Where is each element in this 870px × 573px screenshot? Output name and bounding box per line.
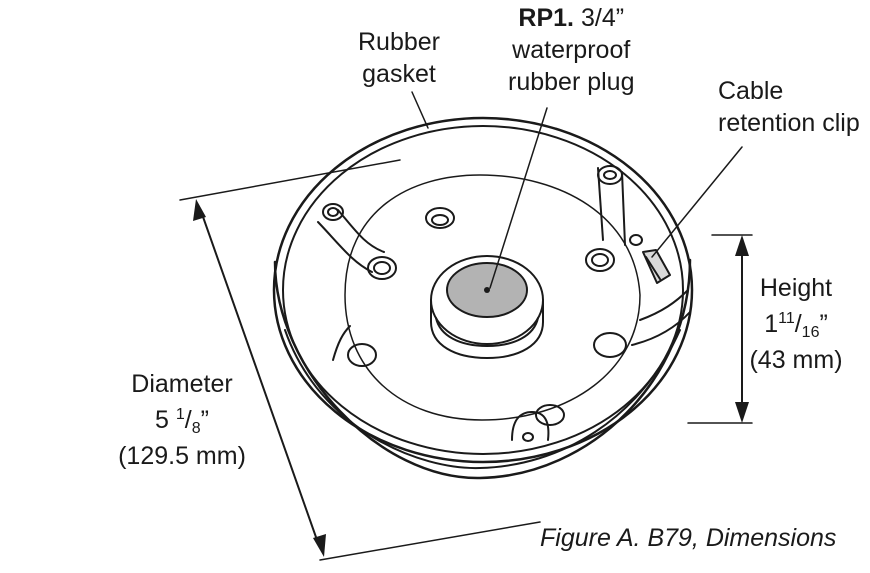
boss-bottom-left bbox=[511, 411, 550, 441]
hole-top-center bbox=[425, 207, 455, 229]
diameter-title: Diameter bbox=[131, 370, 233, 398]
gasket-label-line2: gasket bbox=[362, 60, 436, 88]
diameter-denominator: 8 bbox=[191, 420, 201, 437]
rib-right-lower-2 bbox=[631, 311, 691, 346]
hole-bottom bbox=[535, 404, 565, 426]
hole-right-mid bbox=[585, 248, 615, 272]
diameter-imperial: 5 1/8” bbox=[116, 404, 248, 440]
hole-top-center-inner bbox=[431, 214, 449, 226]
center-boss-step bbox=[435, 317, 539, 347]
housing-lower-rim bbox=[284, 329, 681, 470]
height-whole: 1 bbox=[764, 310, 779, 338]
leader-plug bbox=[489, 107, 548, 289]
diameter-metric: (129.5 mm) bbox=[118, 442, 246, 470]
rib-left-upper bbox=[317, 221, 373, 273]
diameter-extension-bottom bbox=[319, 521, 541, 561]
height-imperial: 111/16” bbox=[748, 308, 844, 344]
diameter-label: Diameter 5 1/8” (129.5 mm) bbox=[116, 368, 248, 472]
cable-retention-clip bbox=[642, 249, 671, 284]
plug-label-line1: RP1. 3/4” bbox=[508, 2, 634, 34]
height-denominator: 16 bbox=[801, 324, 820, 341]
hole-left-low bbox=[347, 343, 377, 367]
hole-left-mid-inner bbox=[373, 261, 391, 275]
diameter-quote: ” bbox=[200, 406, 209, 434]
rubber-plug-center bbox=[484, 287, 490, 293]
cable-clip-slot bbox=[645, 256, 661, 280]
hole-left-mid bbox=[367, 256, 397, 280]
leader-gasket bbox=[411, 91, 429, 129]
plug-label: RP1. 3/4” waterproof rubber plug bbox=[508, 2, 634, 98]
diameter-whole: 5 bbox=[155, 406, 176, 434]
hole-top-right bbox=[597, 165, 623, 185]
gasket-label: Rubber gasket bbox=[358, 26, 440, 90]
hole-left-top bbox=[322, 203, 344, 221]
rubber-gasket-inner bbox=[282, 125, 684, 455]
plug-label-line2: waterproof bbox=[512, 36, 631, 64]
diameter-arrow-bottom bbox=[313, 534, 326, 557]
plug-code: RP1. bbox=[518, 4, 575, 32]
rubber-gasket-outer bbox=[272, 116, 694, 464]
height-slash: / bbox=[794, 310, 802, 338]
gasket-label-line1: Rubber bbox=[358, 28, 440, 56]
diameter-numerator: 1 bbox=[175, 406, 185, 423]
plug-size: 3/4” bbox=[580, 4, 625, 32]
height-arrow-bottom bbox=[735, 402, 749, 423]
clip-label-line1: Cable bbox=[718, 77, 784, 105]
height-numerator: 11 bbox=[778, 310, 795, 327]
hole-right-low bbox=[593, 332, 627, 358]
cable-clip-screw bbox=[629, 234, 643, 246]
rib-right-upper-2 bbox=[621, 171, 626, 246]
leader-clip bbox=[651, 146, 743, 258]
diameter-arrow-top bbox=[193, 199, 206, 221]
height-quote: ” bbox=[819, 310, 828, 338]
clip-label: Cable retention clip bbox=[718, 75, 860, 139]
diameter-extension-top bbox=[179, 159, 401, 201]
plug-label-line3: rubber plug bbox=[508, 68, 635, 96]
clip-label-line2: retention clip bbox=[718, 109, 860, 137]
diameter-dimension-line bbox=[201, 213, 318, 541]
figure-caption: Figure A. B79, Dimensions bbox=[540, 524, 837, 552]
hole-left-top-inner bbox=[327, 207, 339, 217]
hole-top-right-inner bbox=[603, 170, 617, 180]
height-arrow-top bbox=[735, 235, 749, 256]
diameter-slash: / bbox=[184, 406, 192, 434]
hole-right-mid-inner bbox=[591, 253, 609, 267]
inner-floor bbox=[344, 174, 641, 421]
height-metric: (43 mm) bbox=[749, 346, 843, 374]
rib-right-lower bbox=[639, 289, 689, 321]
hole-bottom-left bbox=[522, 432, 534, 442]
height-title: Height bbox=[759, 274, 833, 302]
height-label: Height 111/16” (43 mm) bbox=[748, 272, 844, 376]
rib-left-lower bbox=[332, 325, 351, 361]
center-boss-wall bbox=[430, 299, 544, 359]
